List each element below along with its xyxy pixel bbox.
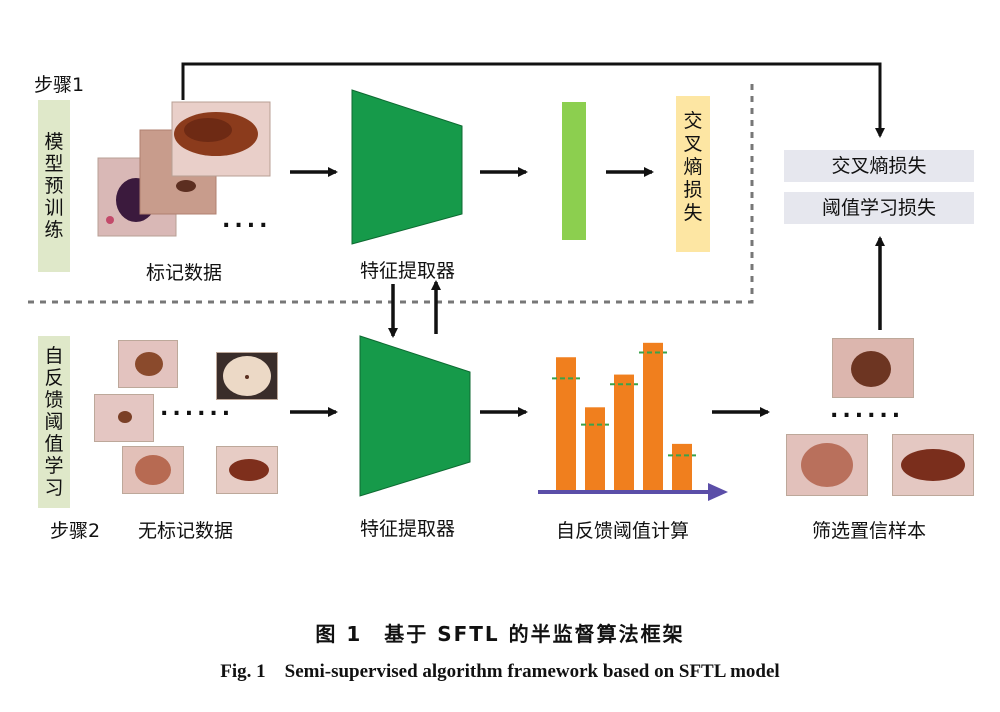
pretrain-char: 训 (44, 197, 64, 219)
confident-sample-image (832, 338, 914, 398)
unlabeled-image (216, 446, 278, 494)
confident-sample-image (786, 434, 868, 496)
pretrain-char: 型 (44, 153, 64, 175)
feedback-threshold-learning-label: 自 反 馈 阈 值 学 习 (38, 336, 70, 508)
threshold-calc-label: 自反馈阈值计算 (556, 520, 690, 542)
threshold-bar-chart (538, 342, 728, 501)
feature-extractor-bottom-label: 特征提取器 (360, 518, 456, 540)
step1-label: 步骤1 (34, 74, 85, 96)
pretrain-char: 练 (44, 219, 64, 241)
selected-more-dots: ...... (830, 398, 905, 423)
ce-char: 失 (683, 202, 703, 224)
feature-vector-bar (562, 102, 586, 240)
ce-char: 交 (683, 110, 703, 132)
chart-bar (643, 342, 663, 492)
unlabeled-image (216, 352, 278, 400)
figure-caption-cn: 图 1 基于 SFTL 的半监督算法框架 (315, 622, 685, 646)
lesion-image (171, 101, 271, 177)
chart-bar (614, 374, 634, 492)
labeled-data-label: 标记数据 (146, 262, 223, 284)
feature-extractor-top-label: 特征提取器 (360, 260, 456, 282)
chart-axis-arrowhead (708, 483, 728, 501)
ce-char: 损 (683, 179, 703, 201)
ce-char: 熵 (683, 156, 703, 178)
feedback-char: 反 (44, 367, 64, 389)
feedback-char: 馈 (44, 389, 64, 411)
unlabeled-data-label: 无标记数据 (138, 520, 234, 542)
unlabeled-more-dots: ...... (160, 396, 235, 421)
filter-confident-label: 筛选置信样本 (812, 520, 927, 542)
chart-bar (585, 407, 605, 492)
step-separator-dashed-line (28, 82, 754, 304)
labeled-more-dots: .... (222, 208, 272, 233)
ce-char: 叉 (683, 133, 703, 155)
feedback-char: 自 (44, 345, 64, 367)
feedback-char: 习 (44, 477, 64, 499)
feature-extractor-top (351, 89, 463, 245)
feature-extractor-bottom (359, 335, 471, 497)
cross-entropy-loss-box: 交叉熵损失 (784, 150, 974, 182)
pretrain-char: 模 (44, 131, 64, 153)
unlabeled-image (94, 394, 154, 442)
cross-entropy-box: 交 叉 熵 损 失 (676, 96, 710, 252)
feedback-char: 阈 (44, 411, 64, 433)
unlabeled-image (122, 446, 184, 494)
confident-sample-image (892, 434, 974, 496)
chart-bar (672, 443, 692, 492)
figure-caption-en: Fig. 1 Semi-supervised algorithm framewo… (220, 661, 780, 682)
chart-bar (556, 357, 576, 492)
feedback-char: 学 (44, 455, 64, 477)
labeled-image-stack (97, 101, 271, 237)
threshold-loss-box: 阈值学习损失 (784, 192, 974, 224)
unlabeled-image (118, 340, 178, 388)
pretrain-char: 预 (44, 175, 64, 197)
step2-label: 步骤2 (50, 520, 101, 542)
feedback-char: 值 (44, 433, 64, 455)
pretrain-label: 模 型 预 训 练 (38, 100, 70, 272)
top-feedback-arrow (181, 62, 885, 138)
